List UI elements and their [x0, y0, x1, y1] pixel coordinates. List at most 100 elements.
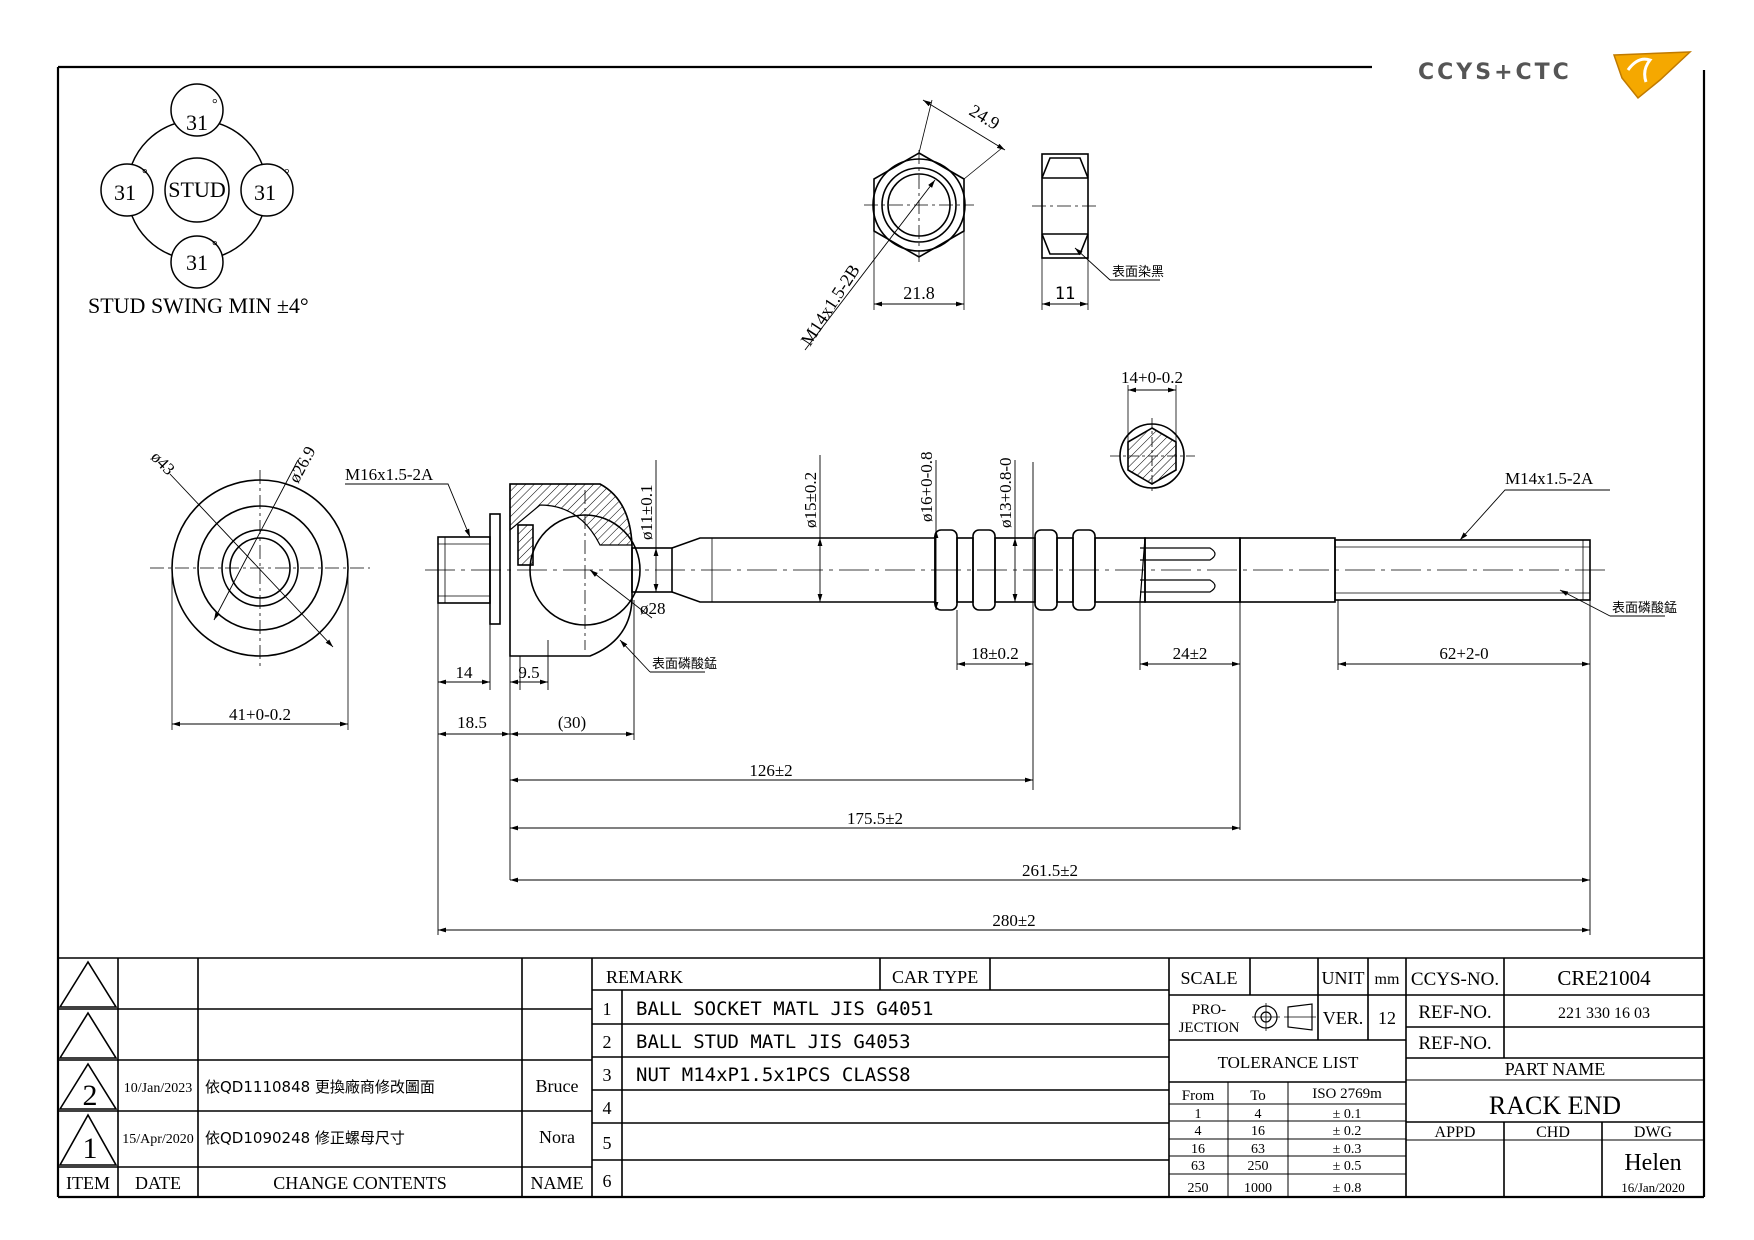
- outer-dia: ø43: [147, 447, 178, 478]
- dwg-label: DWG: [1634, 1124, 1673, 1141]
- remark-no-2: 2: [603, 1032, 612, 1052]
- end-view: [150, 459, 370, 730]
- svg-text:± 0.3: ± 0.3: [1333, 1142, 1362, 1157]
- remark-label: REMARK: [606, 967, 683, 987]
- projection-label-2: JECTION: [1179, 1020, 1240, 1036]
- title-block-grid: [58, 957, 1704, 1197]
- remark-text-1: BALL SOCKET MATL JIS G4051: [636, 998, 933, 1020]
- svg-text:4: 4: [1195, 1124, 1202, 1139]
- svg-text:1000: 1000: [1244, 1181, 1272, 1196]
- unit-label: UNIT: [1322, 968, 1365, 988]
- svg-text:± 0.2: ± 0.2: [1333, 1124, 1362, 1139]
- tol-header-iso: ISO 2769m: [1312, 1086, 1382, 1102]
- end-width: 41+0-0.2: [229, 705, 291, 724]
- dim-280: 280±2: [992, 911, 1035, 930]
- stud-swing-labels: STUD 31 31 31 31 ° ° ° ° STUD SWING MIN …: [88, 97, 309, 318]
- rev-content-1: 依QD1090248 修正螺母尺寸: [205, 1129, 405, 1147]
- nut-front-labels: 24.9 21.8 M14x1.5-2B: [797, 100, 1004, 349]
- svg-text:1: 1: [1195, 1107, 1202, 1122]
- dim-ball: ø28: [640, 599, 666, 618]
- svg-text:°: °: [142, 167, 148, 182]
- logo-flame-icon: [1612, 51, 1692, 100]
- nut-across-flats: 24.9: [966, 100, 1003, 133]
- dim-126: 126±2: [749, 761, 792, 780]
- remark-no-4: 4: [603, 1098, 612, 1118]
- dim-18-5: 18.5: [457, 713, 487, 732]
- dim-thread-len: 62+2-0: [1439, 644, 1488, 663]
- ccys-no-label: CCYS-NO.: [1411, 969, 1499, 990]
- dim-groove13-dia: ø13+0.8-0: [996, 458, 1015, 529]
- car-type-label: CAR TYPE: [892, 967, 978, 987]
- rev-date-1: 15/Apr/2020: [122, 1132, 194, 1147]
- svg-text:± 0.8: ± 0.8: [1333, 1181, 1362, 1196]
- remark-text-2: BALL STUD MATL JIS G4053: [636, 1031, 911, 1053]
- rev-date-2: 10/Jan/2023: [124, 1081, 192, 1096]
- ref-no-label: REF-NO.: [1418, 1002, 1491, 1023]
- rev-item-1: 1: [83, 1132, 98, 1165]
- rev-item-2: 2: [83, 1079, 98, 1112]
- dim-hex: 14+0-0.2: [1121, 368, 1183, 387]
- rev-header-item: ITEM: [66, 1173, 110, 1193]
- dim-hex-len: 24±2: [1173, 644, 1208, 663]
- stud-swing-diagram: [100, 83, 294, 289]
- dwg-date: 16/Jan/2020: [1621, 1180, 1685, 1195]
- svg-text:63: 63: [1251, 1142, 1265, 1157]
- appd-label: APPD: [1435, 1124, 1476, 1141]
- main-dimension-lines: [345, 455, 1665, 935]
- scale-label: SCALE: [1180, 968, 1237, 988]
- dim-neck-dia: ø11±0.1: [637, 485, 656, 540]
- dim-end-thread: M16x1.5-2A: [345, 465, 434, 484]
- part-name-value: RACK END: [1489, 1091, 1621, 1120]
- remark-no-5: 5: [603, 1133, 612, 1153]
- remark-no-6: 6: [603, 1171, 612, 1191]
- dim-thread-end: M14x1.5-2A: [1505, 469, 1594, 488]
- dim-14: 14: [456, 663, 474, 682]
- dim-groove-len: 18±0.2: [971, 644, 1019, 663]
- stud-label: STUD: [168, 177, 225, 202]
- inner-dia: ø26.9: [285, 443, 320, 486]
- ccys-no-value: CRE21004: [1557, 966, 1651, 990]
- svg-text:250: 250: [1188, 1181, 1209, 1196]
- svg-text:°: °: [284, 167, 290, 182]
- angle-top: 31: [186, 110, 208, 135]
- nut-front-view: [804, 99, 1006, 351]
- rev-name-1: Nora: [539, 1127, 575, 1147]
- rev-header-date: DATE: [135, 1173, 181, 1193]
- nut-thread: M14x1.5-2B: [797, 261, 864, 349]
- svg-text:16: 16: [1251, 1124, 1265, 1139]
- ver-label: VER.: [1323, 1008, 1364, 1028]
- nut-surface-note: 表面染黑: [1112, 265, 1164, 280]
- main-dimension-labels: M16x1.5-2A ø11±0.1 ø15±0.2 ø16+0-0.8 ø13…: [345, 368, 1594, 930]
- logo-text: CCYS+CTC: [1418, 60, 1572, 85]
- tol-header-to: To: [1250, 1088, 1266, 1104]
- svg-text:°: °: [212, 239, 218, 254]
- unit-value: mm: [1375, 971, 1400, 988]
- svg-text:°: °: [212, 97, 218, 112]
- svg-text:4: 4: [1255, 1107, 1262, 1122]
- svg-text:± 0.1: ± 0.1: [1333, 1107, 1362, 1122]
- svg-text:± 0.5: ± 0.5: [1333, 1159, 1362, 1174]
- dim-175: 175.5±2: [847, 809, 903, 828]
- ref-no-value: 221 330 16 03: [1558, 1005, 1650, 1022]
- nut-thickness: 11: [1055, 284, 1075, 304]
- angle-left: 31: [114, 180, 136, 205]
- stud-swing-caption: STUD SWING MIN ±4°: [88, 293, 309, 318]
- ver-value: 12: [1378, 1008, 1396, 1028]
- tol-header-from: From: [1182, 1088, 1215, 1104]
- company-logo: CCYS+CTC: [1418, 51, 1692, 100]
- dim-30: (30): [558, 713, 586, 732]
- ref-no2-label: REF-NO.: [1418, 1033, 1491, 1054]
- remark-no-1: 1: [603, 999, 612, 1019]
- chd-label: CHD: [1536, 1124, 1570, 1141]
- part-name-label: PART NAME: [1505, 1059, 1605, 1079]
- svg-text:63: 63: [1191, 1159, 1205, 1174]
- rev-name-2: Bruce: [536, 1076, 579, 1096]
- thread-surface-note: 表面磷酸錳: [1612, 601, 1677, 616]
- remark-no-3: 3: [603, 1065, 612, 1085]
- tolerance-title: TOLERANCE LIST: [1218, 1053, 1359, 1072]
- dim-261: 261.5±2: [1022, 861, 1078, 880]
- angle-bottom: 31: [186, 250, 208, 275]
- svg-text:250: 250: [1248, 1159, 1269, 1174]
- socket-surface-note: 表面磷酸錳: [652, 657, 717, 672]
